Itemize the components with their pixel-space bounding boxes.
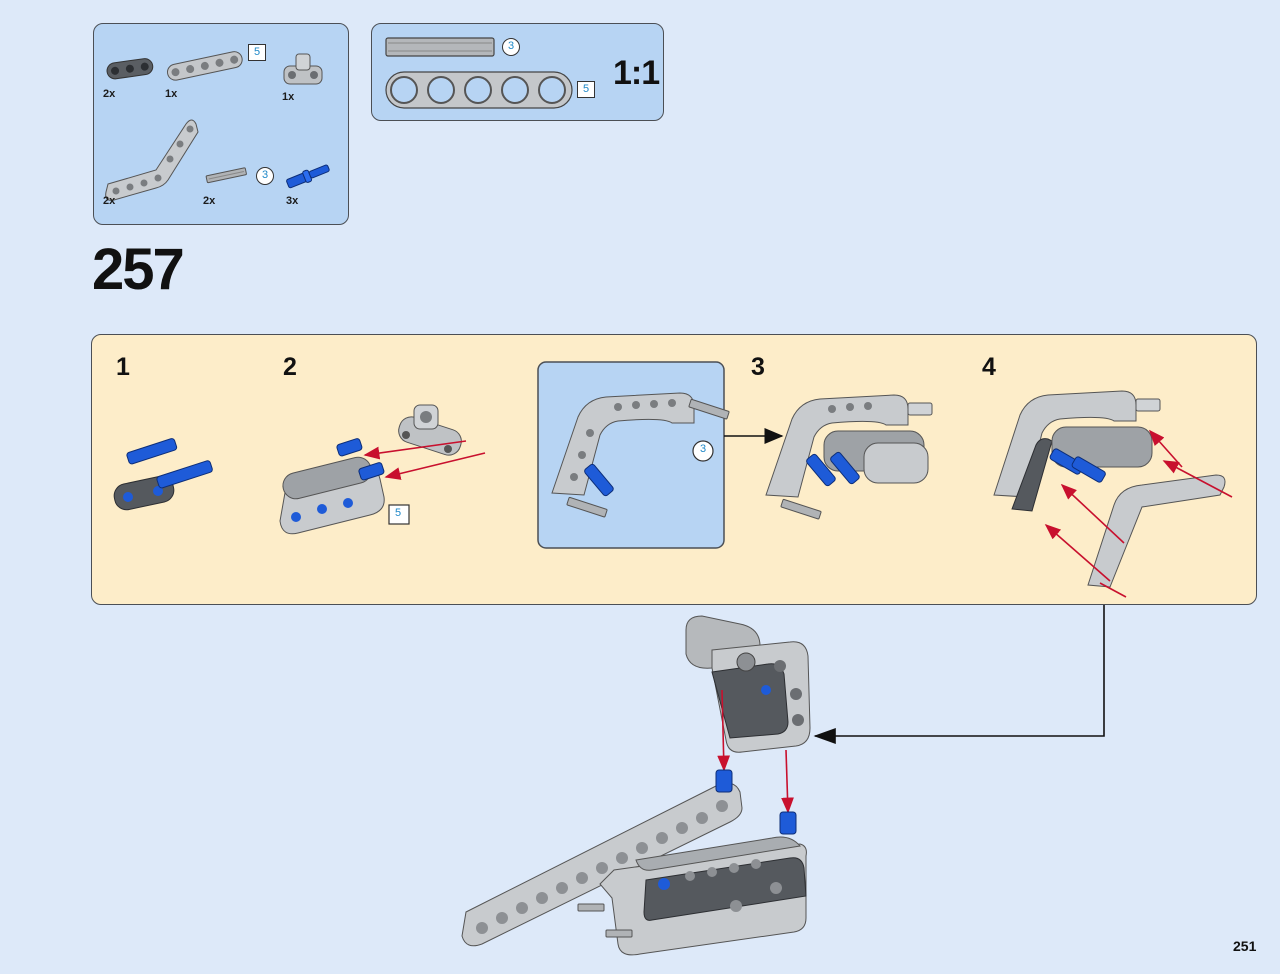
substep-3-model [765,394,933,520]
substep-1-number: 1 [116,353,130,381]
part-qty-axle: 2x [203,195,216,207]
page-number: 251 [1233,938,1257,954]
substep-2-number: 2 [283,353,297,381]
part-qty-dark-beam: 2x [103,88,116,100]
part-bent-beam [105,119,199,201]
inset-axle-length: 3 [699,443,707,455]
substep-2-length: 5 [394,507,402,519]
part-cross-block [283,53,323,85]
part-gray-beam-5 [166,51,243,81]
base-blue-pin-2 [779,811,797,835]
step-number: 257 [92,237,185,302]
scale-axle-3 [385,37,495,57]
part-qty-gray-beam: 1x [165,88,178,100]
part-length-axle: 3 [256,167,274,185]
scale-beam-length: 5 [577,81,595,98]
scale-guide-panel: 3 5 1:1 [371,23,664,121]
subassembly-panel: 1 2 3 4 [91,334,1257,605]
attached-subassembly [685,615,811,753]
scale-label: 1:1 [613,54,660,92]
base-blue-pin-1 [715,769,733,793]
base-long-beam [461,782,743,947]
part-qty-blue-pin: 3x [286,195,299,207]
scale-guide-drawings [385,37,573,109]
substep-2-length-box [388,504,410,525]
part-blue-pin [286,164,330,189]
parts-list-panel: 2x 1x 5 1x 2x 2x 3 3x [93,23,349,225]
part-dark-beam-3 [106,58,154,80]
substep-1-model [113,438,213,511]
part-axle-3 [205,167,247,184]
part-qty-bent-beam: 2x [103,195,116,207]
part-length-gray-beam: 5 [248,44,266,61]
substep-3-number: 3 [751,353,765,381]
scale-beam-5 [385,71,573,109]
subassembly-connector-line [813,605,1105,744]
scale-axle-length: 3 [502,38,520,56]
subassembly-drawings [113,361,1233,598]
substep-2-model [279,404,486,535]
substep-4-model [993,390,1233,598]
inset-model [551,392,730,518]
base-frame-block [577,836,807,956]
part-qty-cross-block: 1x [282,91,295,103]
parts-list-drawings [105,51,330,201]
substep-4-number: 4 [982,353,996,381]
